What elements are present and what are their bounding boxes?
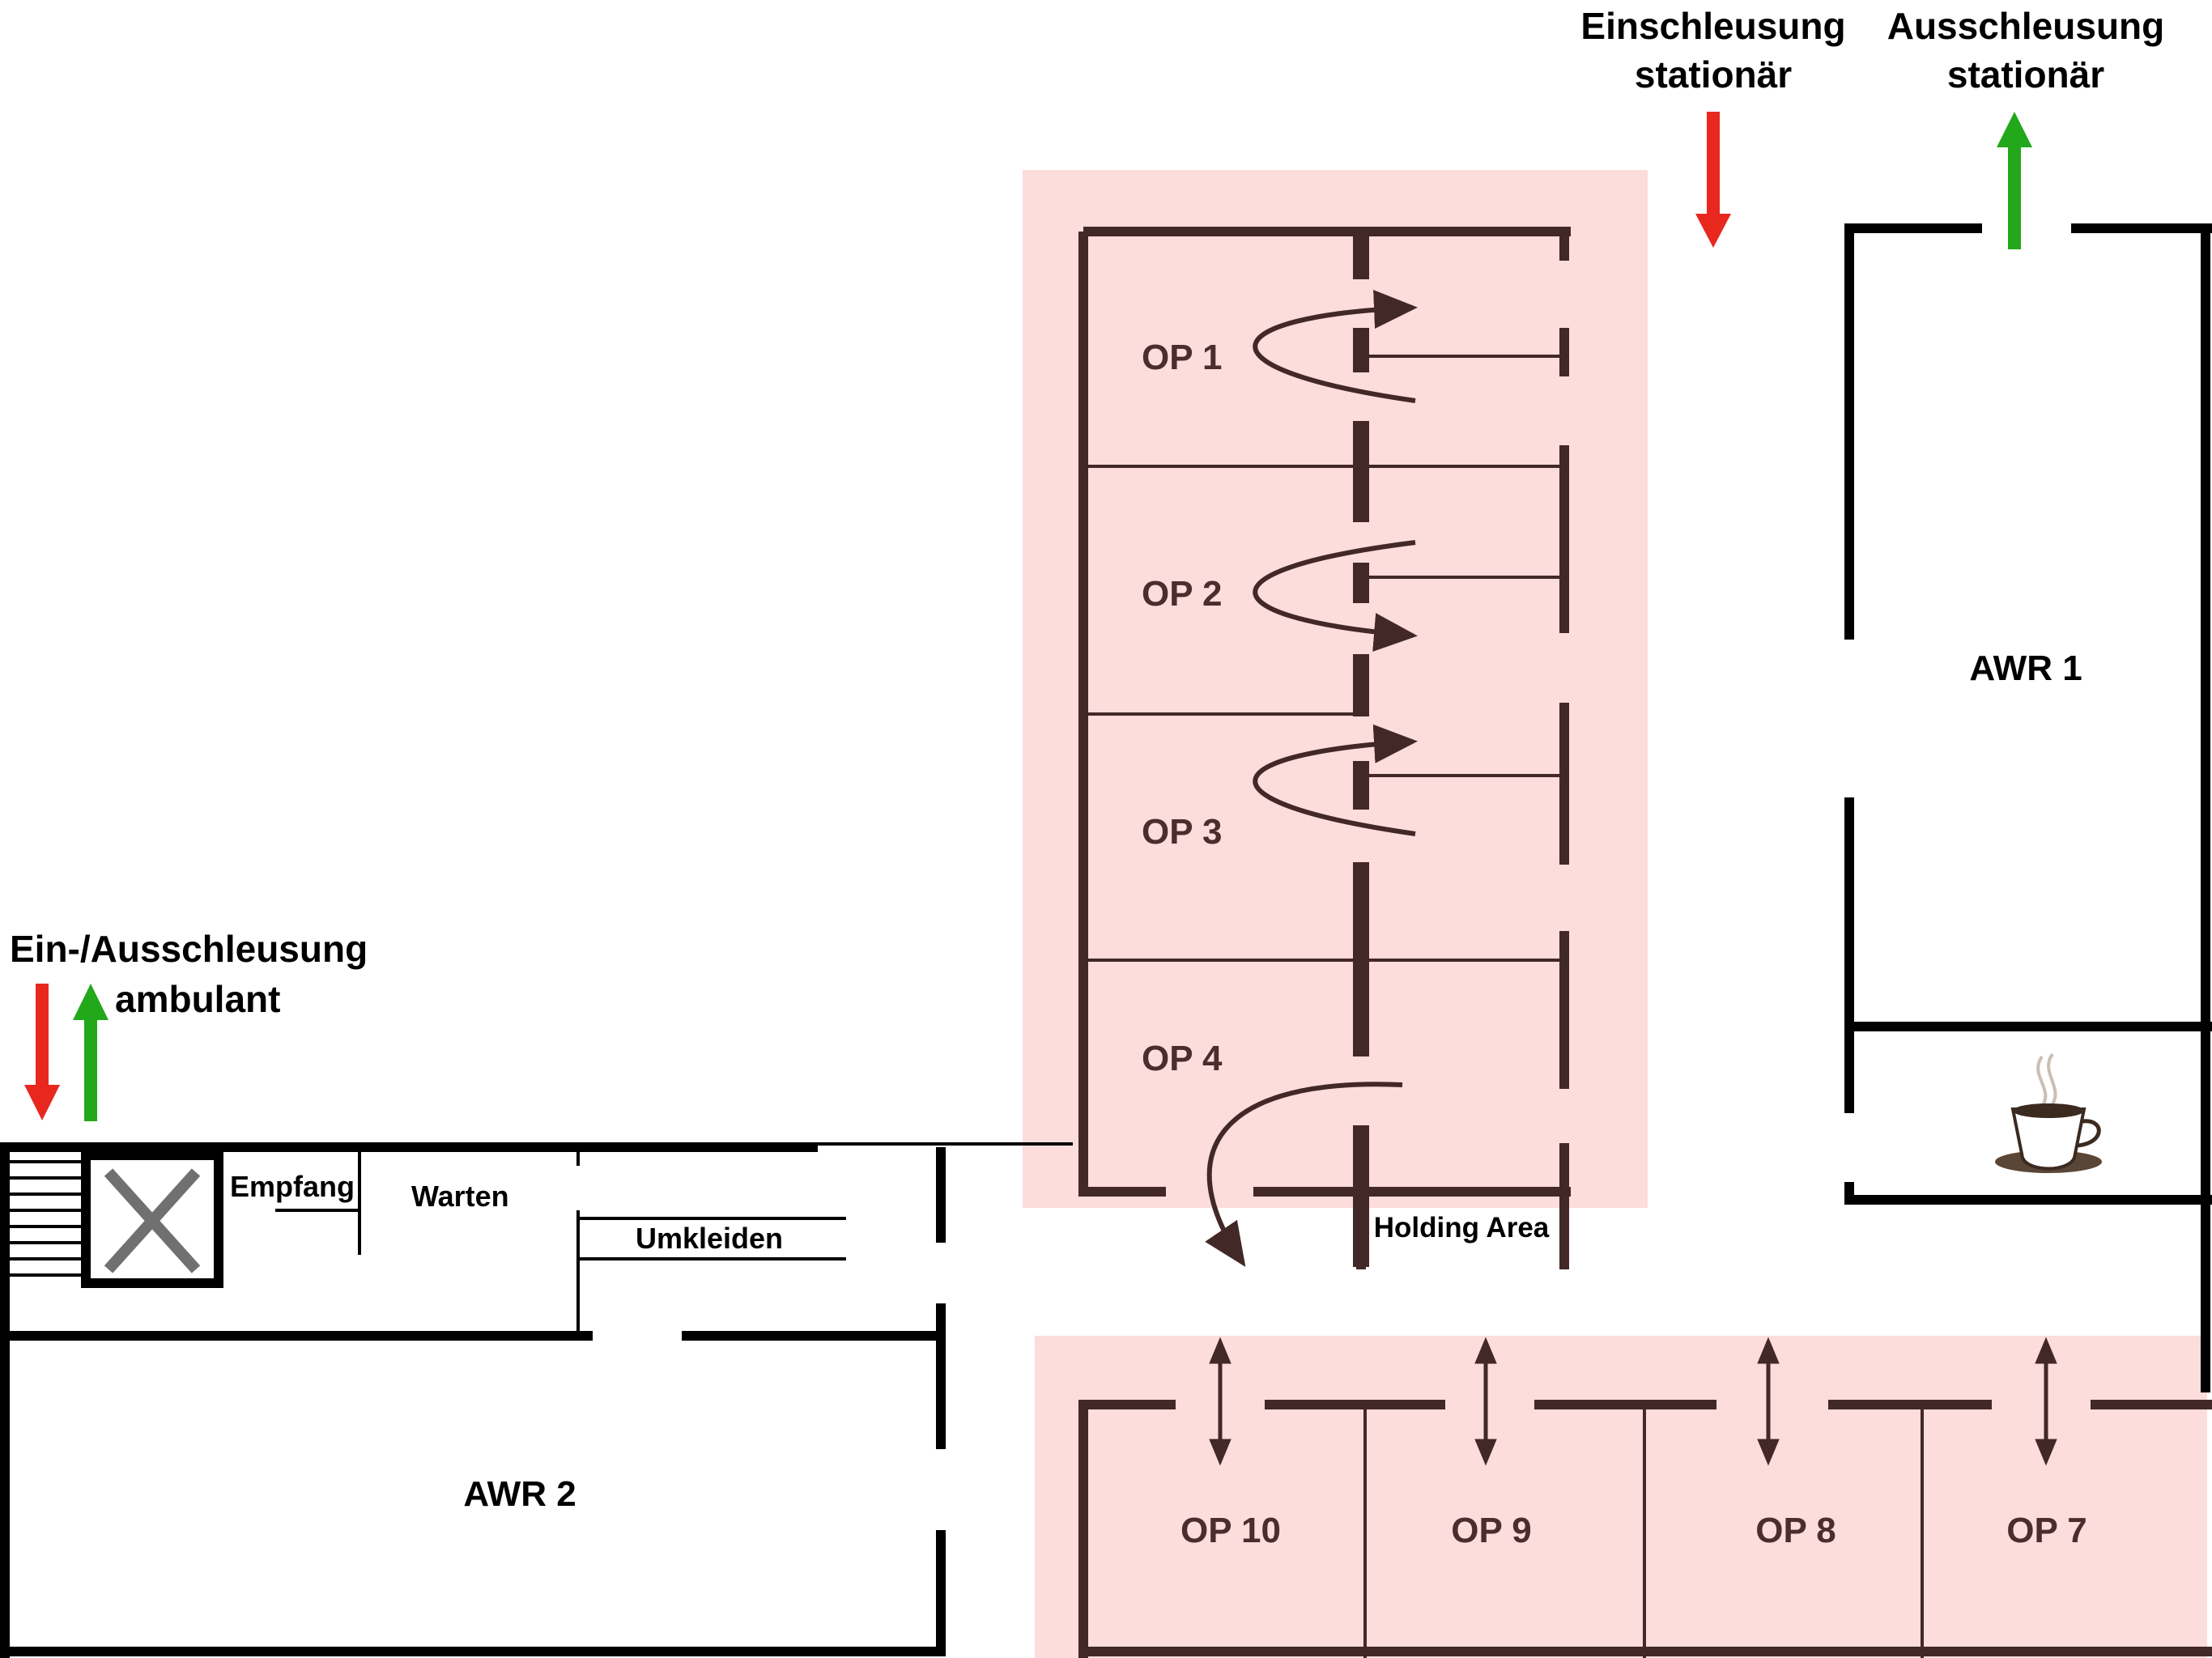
left-building-walls	[0, 1142, 1073, 1658]
entry-stationary-label-line2: stationär	[1635, 53, 1792, 96]
op1-flow-arrow	[1253, 289, 1418, 403]
coffee-cup-icon	[1995, 1052, 2102, 1173]
elevator-x-icon	[81, 1150, 223, 1288]
awr2-label: AWR 2	[463, 1474, 576, 1514]
op3-label: OP 3	[1142, 812, 1222, 852]
op-zone-north	[1023, 170, 1648, 1208]
op-zone-south	[1035, 1336, 2207, 1658]
op-block-north-walls	[1078, 227, 1571, 1269]
entry-arrow-ambulant	[24, 984, 60, 1120]
op8-label: OP 8	[1755, 1511, 1836, 1550]
op2-flow-arrow	[1253, 540, 1418, 653]
op4-flow-arrow	[1205, 1082, 1403, 1267]
stairs-icon	[0, 1160, 81, 1277]
op-door-arrows	[1209, 1337, 2057, 1466]
awr1-label: AWR 1	[1969, 648, 2082, 688]
op2-label: OP 2	[1142, 574, 1222, 614]
exit-arrow-ambulant	[73, 984, 108, 1121]
changing-label: Umkleiden	[636, 1222, 783, 1255]
entry-stationary-label-line1: Einschleusung	[1580, 5, 1845, 47]
entry-arrow-stationary	[1695, 112, 1731, 248]
ambulant-label-line2: ambulant	[115, 978, 280, 1020]
reception-label: Empfang	[230, 1170, 355, 1203]
op-block-south-walls	[1078, 1400, 2212, 1658]
op1-label: OP 1	[1142, 338, 1222, 377]
op-flow-arrows	[1205, 289, 1418, 1267]
waiting-label: Warten	[411, 1180, 509, 1213]
exit-stationary-label-line2: stationär	[1947, 53, 2104, 96]
exit-arrow-stationary	[1997, 112, 2032, 249]
ambulant-label-line1: Ein-/Ausschleusung	[10, 928, 368, 970]
holding-area-label: Holding Area	[1374, 1212, 1550, 1244]
exit-stationary-label-line1: Ausschleusung	[1887, 5, 2165, 47]
op3-flow-arrow	[1253, 724, 1418, 836]
op7-label: OP 7	[2006, 1511, 2087, 1550]
awr1-walls	[1844, 223, 2212, 1392]
op9-label: OP 9	[1451, 1511, 1531, 1550]
op4-label: OP 4	[1142, 1039, 1223, 1078]
op10-label: OP 10	[1180, 1511, 1281, 1550]
